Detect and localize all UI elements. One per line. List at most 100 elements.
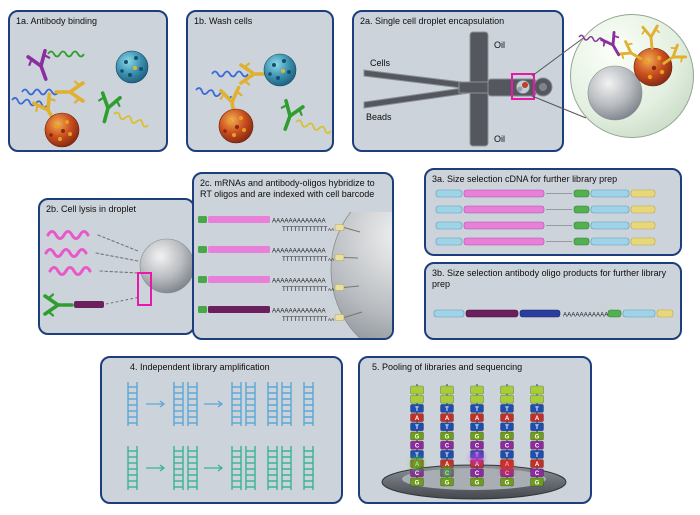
dna-library-icon [187,381,198,427]
base-letter: A [475,416,480,422]
antibody-binding-graphic [10,48,150,148]
cdna-construct-row [435,221,656,230]
base-block [530,404,544,413]
base-letter: C [415,471,420,477]
base-letter: G [475,434,480,440]
panel-3b-title: 3b. Size selection antibody oligo produc… [432,268,667,289]
droplet-highlight-box [511,73,535,100]
base-block [530,459,544,468]
base-letter: T [415,407,419,413]
polyA-text: AAAAAAAAAAAAA [272,217,327,224]
base-block [440,440,454,450]
base-block [470,422,484,432]
polyT-text: TTTTTTTTTTTT [282,256,328,263]
base-letter: G [535,480,540,486]
panel-1b-title: 1b. Wash cells [194,16,253,26]
antibody-green-icon [92,90,124,127]
label-cells: Cells [370,58,391,68]
polyT-text: TTTTTTTTTTTT [282,316,328,323]
dna-library-icon [231,445,242,491]
base-block [410,440,424,450]
dna-library-icon [187,445,198,491]
sequencing-strands: TATGCTACGTATGCTACGTATGCTACGTATGCTACGTATG… [410,384,544,486]
panel-3b-size-selection-antibody-oligo: 3b. Size selection antibody oligo produc… [424,262,682,340]
cdna-amplification-row [127,381,314,427]
base-letter: A [445,462,450,468]
wash-cells-graphic [194,53,332,144]
arrow-right-icon [204,400,224,408]
bead-icon [139,238,193,294]
droplet-zoom-view [570,14,694,138]
base-letter: T [445,425,449,431]
hybridized-oligo-row: AAAAAAAAAAAAA TTTTTTTTTTTT AA [198,276,360,293]
dna-library-icon [173,445,184,491]
polyA-text: AAAAAAAAAAAAA [272,247,327,254]
base-block [500,422,514,432]
dna-library-icon [281,445,292,491]
base-block [470,440,484,450]
overhang-text: AA [328,257,335,262]
base-letter: T [415,453,419,459]
base-block [530,413,544,422]
dna-library-icon [245,381,256,427]
panel-3a-title: 3a. Size selection cDNA for further libr… [432,174,618,184]
base-letter: A [505,416,510,422]
cell-red-icon [44,112,80,148]
panel-2c-hybridization: 2c. mRNAs and antibody-oligos hybridize … [192,172,394,340]
overhang-text: AA [328,227,335,232]
cell-lysis-graphic [43,230,193,318]
base-letter: T [505,453,509,459]
cdna-construct-row [435,205,656,214]
droplet-contents-graphic [578,24,688,121]
base-block [530,468,544,478]
base-letter: G [415,434,420,440]
bead-icon [330,212,392,338]
oligo-wavy-blue-icon [21,88,59,96]
base-letter: A [475,462,480,468]
base-letter: C [535,471,540,477]
base-letter: A [445,416,450,422]
bead-surface-highlight-box [137,272,152,306]
dna-library-icon [231,381,242,427]
base-letter: T [475,425,479,431]
base-block [530,440,544,450]
cdna-construct-row [435,237,656,246]
base-letter: T [415,425,419,431]
base-letter: C [505,444,510,450]
base-letter: G [445,480,450,486]
dna-library-icon [127,445,138,491]
polyA-text: AAAAAAAAAAAAA [272,307,327,314]
arrow-right-icon [204,464,224,472]
base-block [440,422,454,432]
base-block [500,450,514,459]
base-letter: T [475,407,479,413]
fluorescence-glows [410,451,514,478]
base-letter: T [505,425,509,431]
base-letter: A [415,416,420,422]
base-block [470,404,484,413]
base-letter: A [535,416,540,422]
adapter-block [530,394,544,404]
polyT-text: TTTTTTTTTTTT [282,226,328,233]
hybridized-oligo-row: AAAAAAAAAAAAA TTTTTTTTTTTT AA [198,246,359,263]
oligo-wavy-green-icon [47,50,85,58]
adapter-block [440,385,454,395]
cdna-construct-row [435,189,656,198]
panel-2a-title: 2a. Single cell droplet encapsulation [360,16,505,26]
cdna-library-constructs [435,189,656,246]
adapter-block [410,394,424,404]
antibody-oligo-construct-row: AAAAAAAAAAA [433,309,674,319]
oligo-wavy-yellow-icon [294,118,332,135]
panel-3a-size-selection-cdna: 3a. Size selection cDNA for further libr… [424,168,682,256]
hybridization-graphic: AAAAAAAAAAAAA TTTTTTTTTTTT AA AAAAAAAAAA… [198,212,392,338]
adapter-block [440,394,454,404]
sequencing-graphic: TATGCTACGTATGCTACGTATGCTACGTATGCTACGTATG… [381,384,567,500]
base-block [440,404,454,413]
dna-library-icon [267,381,278,427]
hybridized-oligo-row: AAAAAAAAAAAAA TTTTTTTTTTTT AA [198,216,361,233]
base-block [500,431,514,441]
dna-library-icon [245,445,256,491]
oligo-wavy-yellow-icon [112,110,150,129]
antibody-yellow-icon [640,24,662,51]
